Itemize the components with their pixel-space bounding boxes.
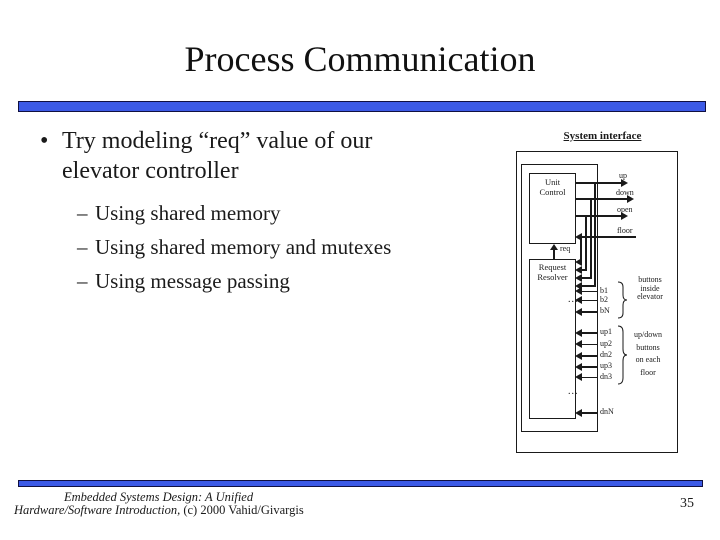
brace-icon [617, 281, 627, 319]
unit-control-box: Unit Control [529, 173, 576, 244]
dn3-arrow-icon [575, 373, 582, 381]
up2-wire [582, 344, 597, 345]
dn3-wire [582, 377, 597, 378]
ellipsis-buttons: ... [568, 294, 579, 305]
bN-label: bN [600, 306, 610, 315]
caption-updown-buttons: up/down buttons on each floor [634, 330, 662, 377]
page-title: Process Communication [184, 39, 536, 79]
b2-wire [582, 300, 597, 301]
up3-label: up3 [600, 361, 612, 370]
dn2-arrow-icon [575, 352, 582, 360]
footer-line2-italic: Hardware/Software Introduction, [14, 503, 181, 517]
up3-arrow-icon [575, 363, 582, 371]
sub-bullet-text: Using shared memory and mutexes [95, 235, 392, 259]
bullet-main: • Try modeling “req” value of our elevat… [40, 126, 460, 186]
req-wire [553, 249, 555, 259]
up1-arrow-icon [575, 329, 582, 337]
system-interface-inner-box [521, 164, 598, 432]
sub-bullet-list: –Using shared memory –Using shared memor… [77, 196, 477, 298]
down-label: down [616, 188, 634, 197]
footer-divider-bar [18, 480, 703, 487]
elbow-stub-up [581, 285, 596, 287]
bN-arrow-icon [575, 308, 582, 316]
caption-buttons-inside: buttons inside elevator [637, 275, 663, 301]
up2-arrow-icon [575, 340, 582, 348]
page-number: 35 [680, 496, 694, 511]
floor-arrow-icon [575, 233, 582, 241]
floor-wire [582, 236, 636, 238]
footer-line1: Embedded Systems Design: A Unified [64, 490, 254, 504]
elbow-arrow-icon [575, 258, 582, 266]
title-divider-bar [18, 101, 706, 112]
dnN-label: dnN [600, 407, 614, 416]
up1-wire [582, 332, 597, 334]
dnN-arrow-icon [575, 409, 582, 417]
system-interface-outer-box [516, 151, 678, 453]
sub-bullet-item: –Using shared memory [77, 196, 477, 230]
footer-line2: Hardware/Software Introduction, (c) 2000… [14, 503, 304, 518]
request-resolver-label: Request Resolver [537, 262, 568, 282]
dn2-wire [582, 355, 597, 357]
b1-wire [582, 291, 597, 292]
footer-line2-plain: (c) 2000 Vahid/Givargis [180, 503, 304, 517]
down-arrow-icon [627, 195, 634, 203]
sub-bullet-text: Using message passing [95, 269, 290, 293]
b1-arrow-icon [575, 287, 582, 295]
sub-bullet-text: Using shared memory [95, 201, 281, 225]
up-wire [575, 182, 621, 184]
dn2-label: dn2 [600, 350, 612, 359]
bN-wire [582, 311, 597, 313]
request-resolver-box: Request Resolver [529, 259, 576, 419]
diagram-title: System interface [563, 130, 642, 142]
elbow-wire-floor [580, 237, 582, 263]
elbow-stub-open [581, 269, 587, 271]
down-wire [575, 198, 627, 200]
open-wire [575, 215, 621, 217]
req-label: req [560, 244, 571, 253]
up2-label: up2 [600, 339, 612, 348]
elbow-wire-up [594, 183, 596, 287]
floor-label: floor [617, 226, 633, 235]
bullet-marker: • [40, 128, 49, 154]
dn3-label: dn3 [600, 372, 612, 381]
ellipsis-floors: ... [568, 386, 579, 397]
elbow-arrow-icon [575, 274, 582, 282]
up-label: up [619, 171, 627, 180]
dnN-wire [582, 412, 597, 414]
b1-label: b1 [600, 286, 608, 295]
elbow-wire-down [590, 199, 592, 279]
up3-wire [582, 366, 597, 368]
open-label: open [617, 205, 633, 214]
up1-label: up1 [600, 327, 612, 336]
elbow-wire-open [585, 216, 587, 271]
unit-control-label: Unit Control [539, 177, 566, 197]
b2-arrow-icon [575, 296, 582, 304]
dash-marker: – [77, 269, 88, 293]
brace-icon [617, 325, 627, 385]
elbow-stub-down [581, 277, 592, 279]
dash-marker: – [77, 235, 88, 259]
dash-marker: – [77, 201, 88, 225]
elbow-arrow-icon [575, 266, 582, 274]
bullet-main-text: Try modeling “req” value of our elevator… [62, 128, 373, 184]
elbow-arrow-icon [575, 282, 582, 290]
open-arrow-icon [621, 212, 628, 220]
up-arrow-icon [621, 179, 628, 187]
sub-bullet-item: –Using shared memory and mutexes [77, 230, 477, 264]
b2-label: b2 [600, 295, 608, 304]
sub-bullet-item: –Using message passing [77, 264, 477, 298]
req-arrow-icon [550, 244, 558, 250]
